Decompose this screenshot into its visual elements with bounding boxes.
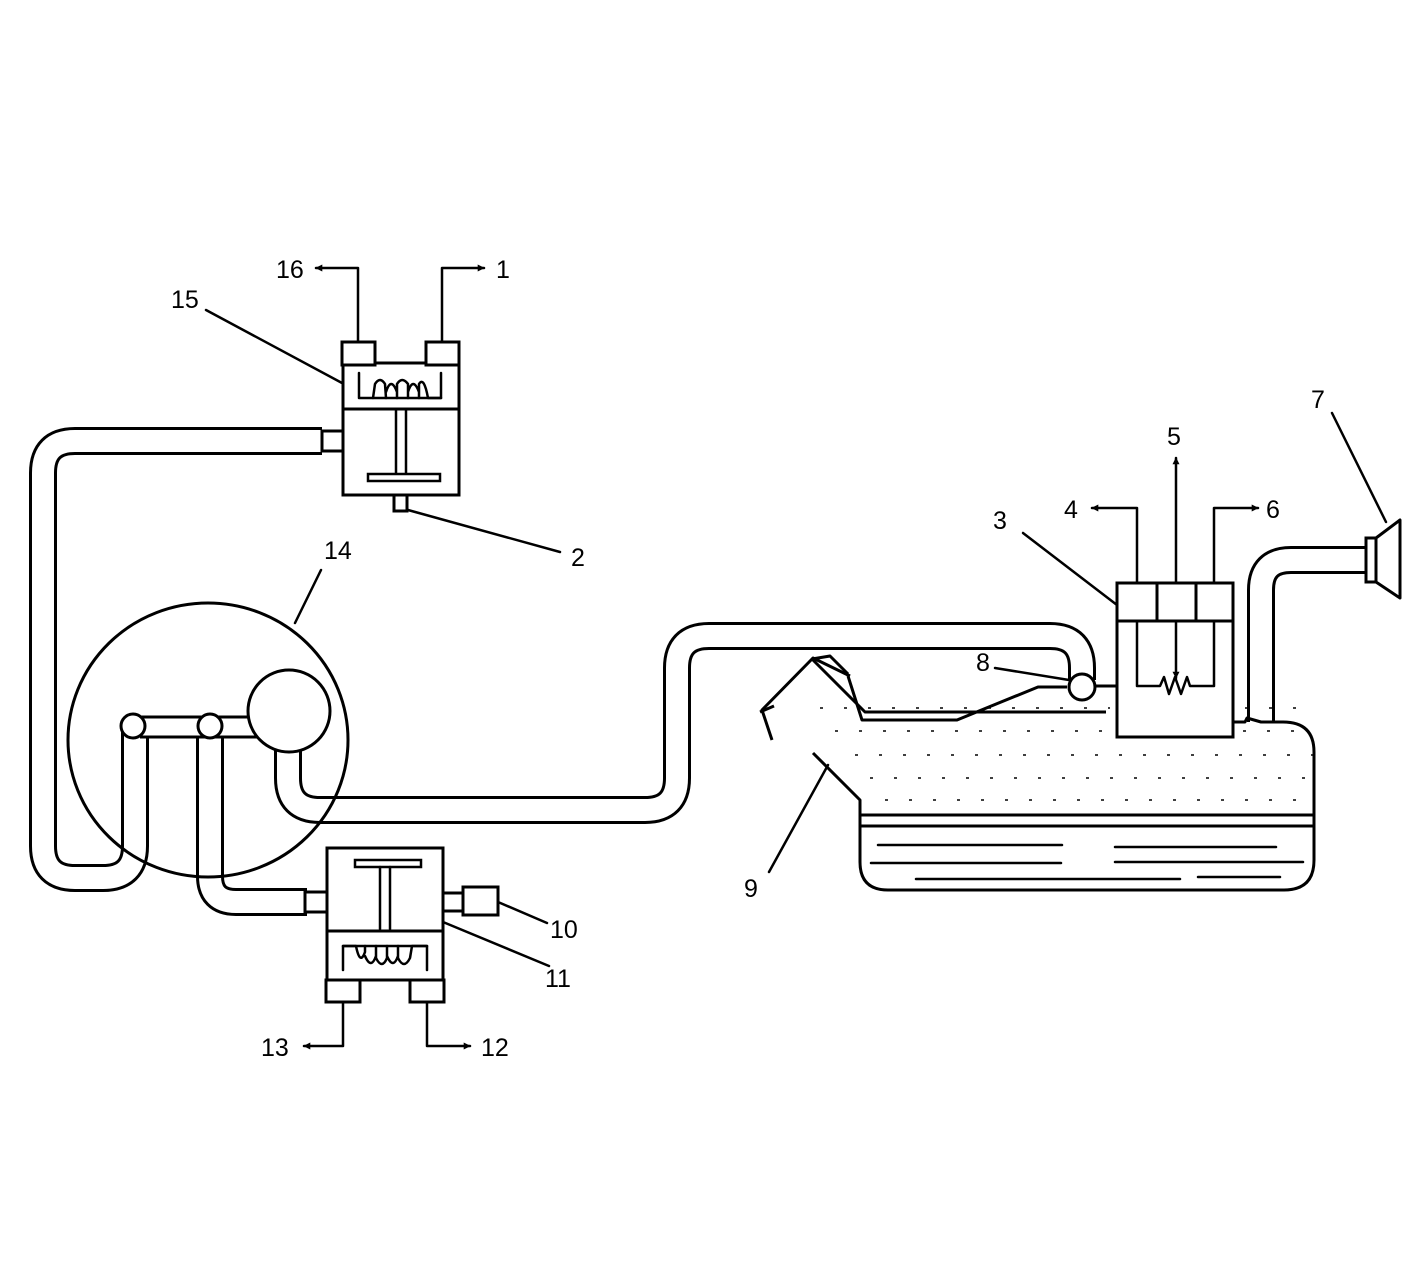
callout-12: 12 [481, 1034, 509, 1062]
vent-valve-inlet [303, 890, 329, 914]
vent-valve-terminal-right [408, 978, 446, 1004]
purge-valve-coil [371, 378, 443, 400]
callout-6: 6 [1266, 496, 1280, 524]
purge-valve-terminal-left [340, 340, 377, 367]
vent-valve-coil [341, 944, 429, 966]
evap-vent-valve [303, 846, 500, 1004]
callout-4: 4 [1064, 496, 1078, 524]
rollover-valve [1067, 672, 1097, 702]
callout-2: 2 [571, 544, 585, 572]
purge-valve-outlet [392, 493, 409, 513]
vapor-dots [820, 707, 1314, 801]
callout-1: 1 [496, 256, 510, 284]
leader-lines [204, 264, 1388, 1050]
fuel-level-lines [869, 843, 1305, 881]
hose-purge-to-canister [29, 427, 322, 892]
purge-valve-inlet [320, 429, 345, 453]
callout-5: 5 [1167, 423, 1181, 451]
vent-valve-filter [461, 885, 500, 917]
callout-13: 13 [261, 1034, 289, 1062]
evap-purge-valve [320, 340, 461, 513]
evap-canister [66, 601, 350, 879]
callout-10: 10 [550, 916, 578, 944]
callout-3: 3 [993, 507, 1007, 535]
fuel-filler-neck [759, 654, 1067, 741]
callout-8: 8 [976, 649, 990, 677]
fuel-tank-pressure-sensor [1067, 581, 1235, 739]
callout-labels: 1 16 15 2 14 10 11 13 12 9 8 3 4 5 6 7 [171, 256, 1325, 1062]
callout-7: 7 [1311, 386, 1325, 414]
canister-port-purge [246, 668, 332, 754]
purge-valve-terminal-right [424, 340, 461, 367]
callout-11: 11 [545, 965, 571, 993]
fuel-tank [810, 657, 1316, 892]
callout-15: 15 [171, 286, 199, 314]
canister-port-left [119, 712, 147, 740]
callout-14: 14 [324, 537, 352, 565]
hose-fresh-air [1247, 546, 1368, 722]
callout-16: 16 [276, 256, 304, 284]
fresh-air-inlet-filter [1364, 518, 1402, 600]
vent-valve-terminal-left [324, 978, 362, 1004]
callout-9: 9 [744, 875, 758, 903]
hose-tank-vapor [274, 622, 1096, 824]
canister-port-right [196, 712, 224, 740]
